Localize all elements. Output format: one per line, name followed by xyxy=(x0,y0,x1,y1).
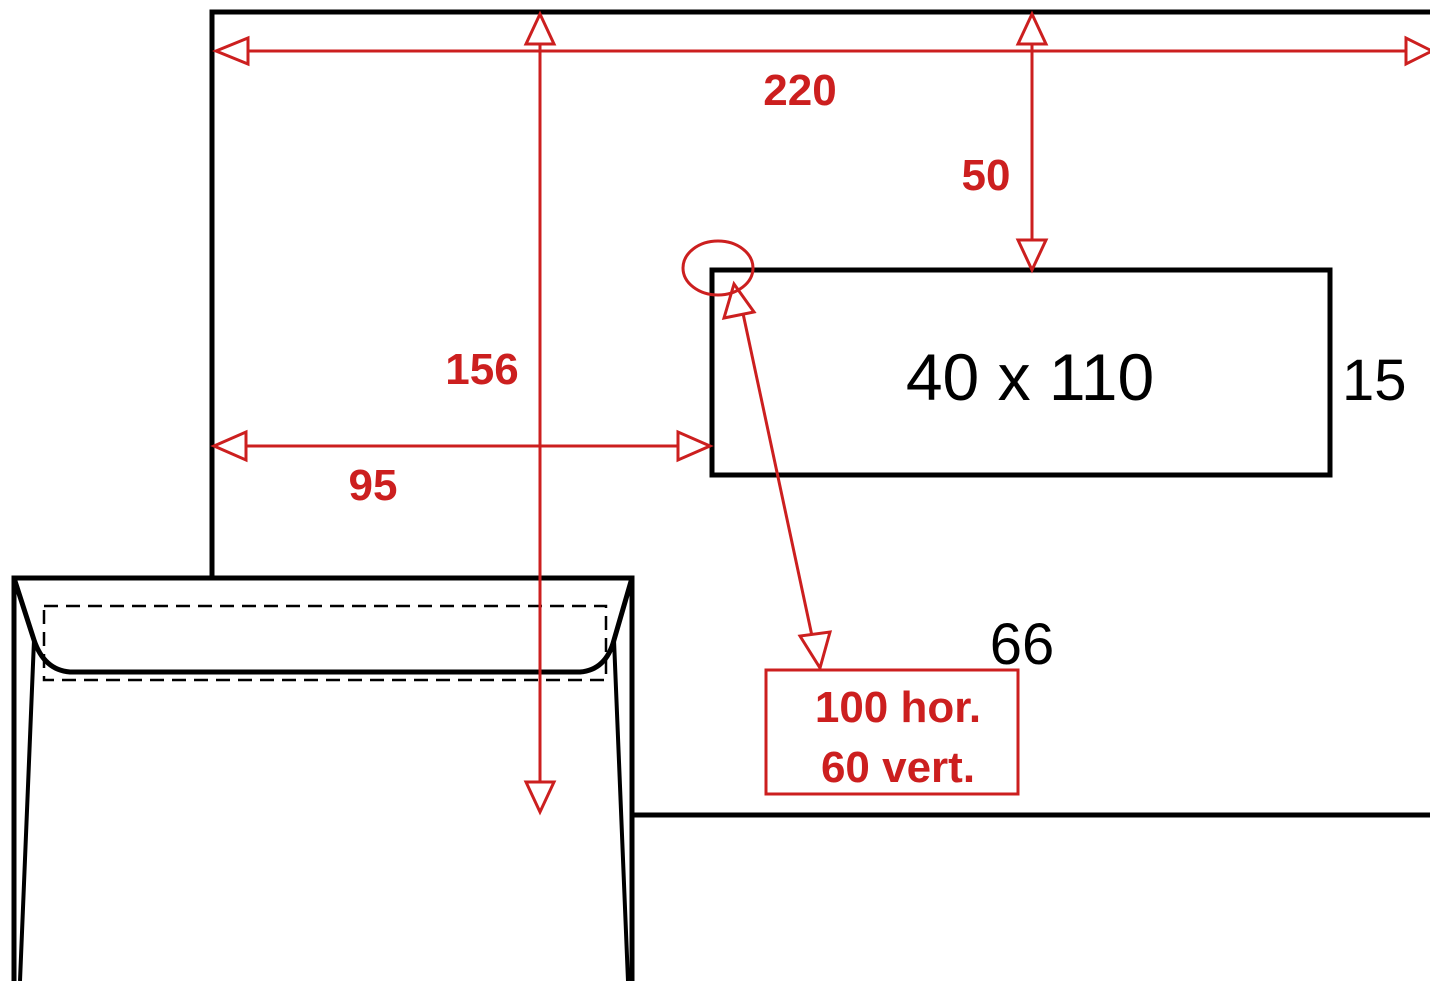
top-offset-label: 50 xyxy=(962,151,1011,200)
arrowhead-height-top xyxy=(523,10,557,46)
window-bottom-offset-label: 66 xyxy=(990,612,1055,677)
arrowhead-left-offset-right xyxy=(676,429,714,463)
envelope-outline xyxy=(209,9,1430,818)
window-corner-circle xyxy=(681,239,755,297)
arrowhead-top-offset-bottom xyxy=(1015,238,1049,274)
tolerance-box xyxy=(764,668,1020,796)
tolerance-vertical-label: 60 vert. xyxy=(821,743,975,792)
arrowhead-top-offset-top xyxy=(1015,10,1049,46)
adhesive-strip-dashed xyxy=(42,604,608,682)
arrowhead-height-bottom xyxy=(523,780,557,816)
window-right-offset-label: 15 xyxy=(1342,348,1407,413)
width-label: 220 xyxy=(763,66,836,115)
height-label: 156 xyxy=(445,345,518,394)
envelope-back-illustration xyxy=(11,575,635,981)
arrowhead-tolerance-bottom xyxy=(797,630,833,672)
arrowhead-width-right xyxy=(1404,35,1430,67)
address-window xyxy=(709,267,1333,478)
left-offset-label: 95 xyxy=(349,461,398,510)
arrowhead-width-left xyxy=(212,35,250,67)
window-size-label: 40 x 110 xyxy=(906,340,1154,414)
arrowhead-left-offset-left xyxy=(210,429,248,463)
tolerance-horizontal-label: 100 hor. xyxy=(815,683,981,732)
dimension-lines xyxy=(210,10,1430,816)
